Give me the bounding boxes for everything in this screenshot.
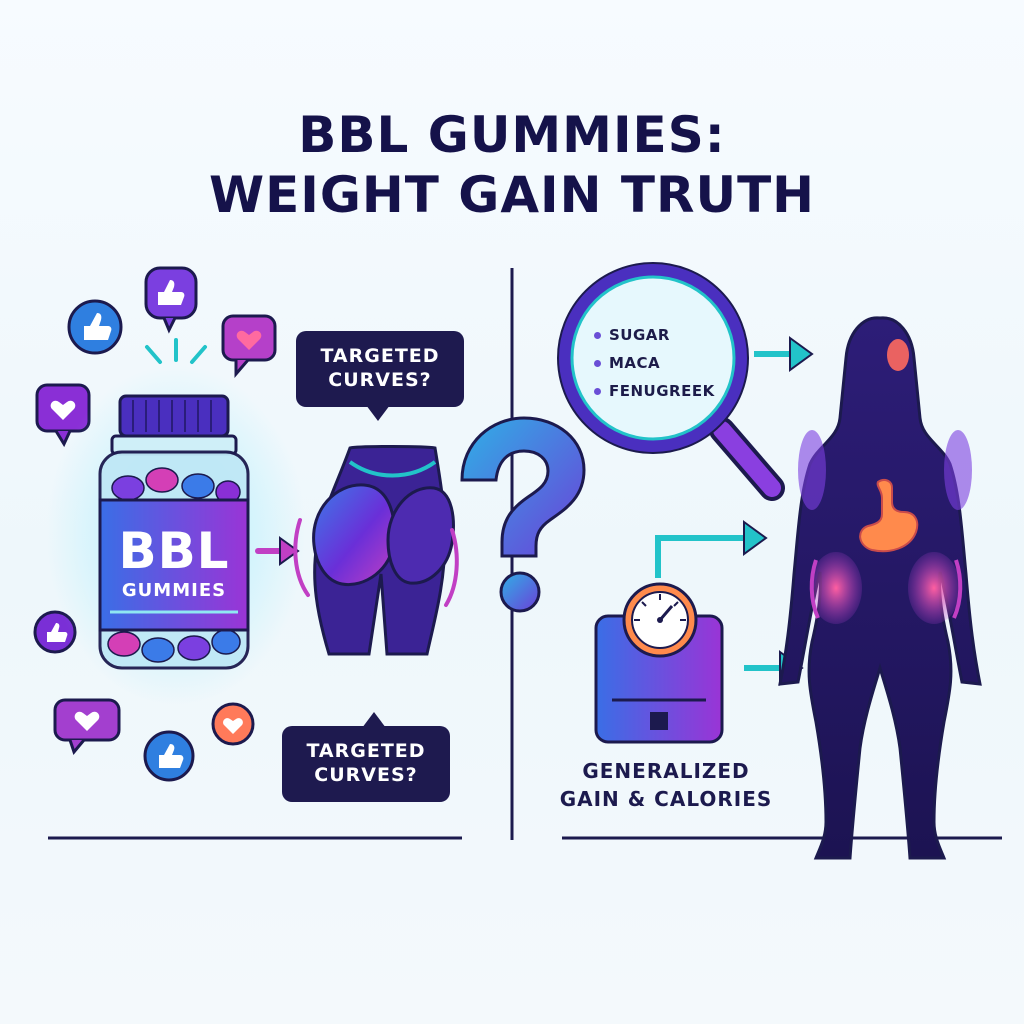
scale-label-line2: GAIN & CALORIES	[559, 787, 773, 811]
scale-label-line1: GENERALIZED	[582, 759, 750, 783]
ingredient-item: MACA	[594, 354, 660, 372]
heart-icon	[53, 698, 121, 756]
speech-bubble-bottom	[282, 712, 450, 802]
arrow-icon	[655, 520, 768, 578]
bubble-top-text: TARGETED CURVES?	[320, 345, 440, 391]
bubble-bottom-text: TARGETED CURVES?	[306, 740, 426, 786]
ingredient-item: FENUGREEK	[594, 382, 715, 400]
heart-icon	[35, 383, 91, 448]
stomach-icon	[859, 479, 919, 553]
bottle-name: GUMMIES	[121, 580, 227, 601]
thumbs-up-icon	[143, 730, 195, 782]
thumbs-up-icon	[144, 266, 198, 334]
magnifier-icon	[557, 262, 785, 501]
curves-figure	[293, 445, 459, 656]
body-silhouette	[778, 316, 982, 860]
speech-bubble-top	[296, 331, 464, 421]
heart-icon	[211, 702, 255, 746]
sparkle-lines	[145, 338, 207, 364]
arrow-icon	[255, 536, 300, 566]
question-mark-icon	[460, 416, 586, 613]
arrow-icon	[754, 336, 814, 372]
ingredient-item: SUGAR	[594, 326, 670, 344]
page-title-line2: WEIGHT GAIN TRUTH	[208, 166, 816, 224]
page-title-line1: BBL GUMMIES:	[298, 106, 726, 164]
scale-icon	[594, 582, 724, 744]
bottle-brand: BBL	[118, 522, 230, 580]
heart-icon	[221, 314, 277, 379]
thumbs-up-icon	[67, 299, 123, 355]
gummy-bottle	[46, 365, 306, 705]
